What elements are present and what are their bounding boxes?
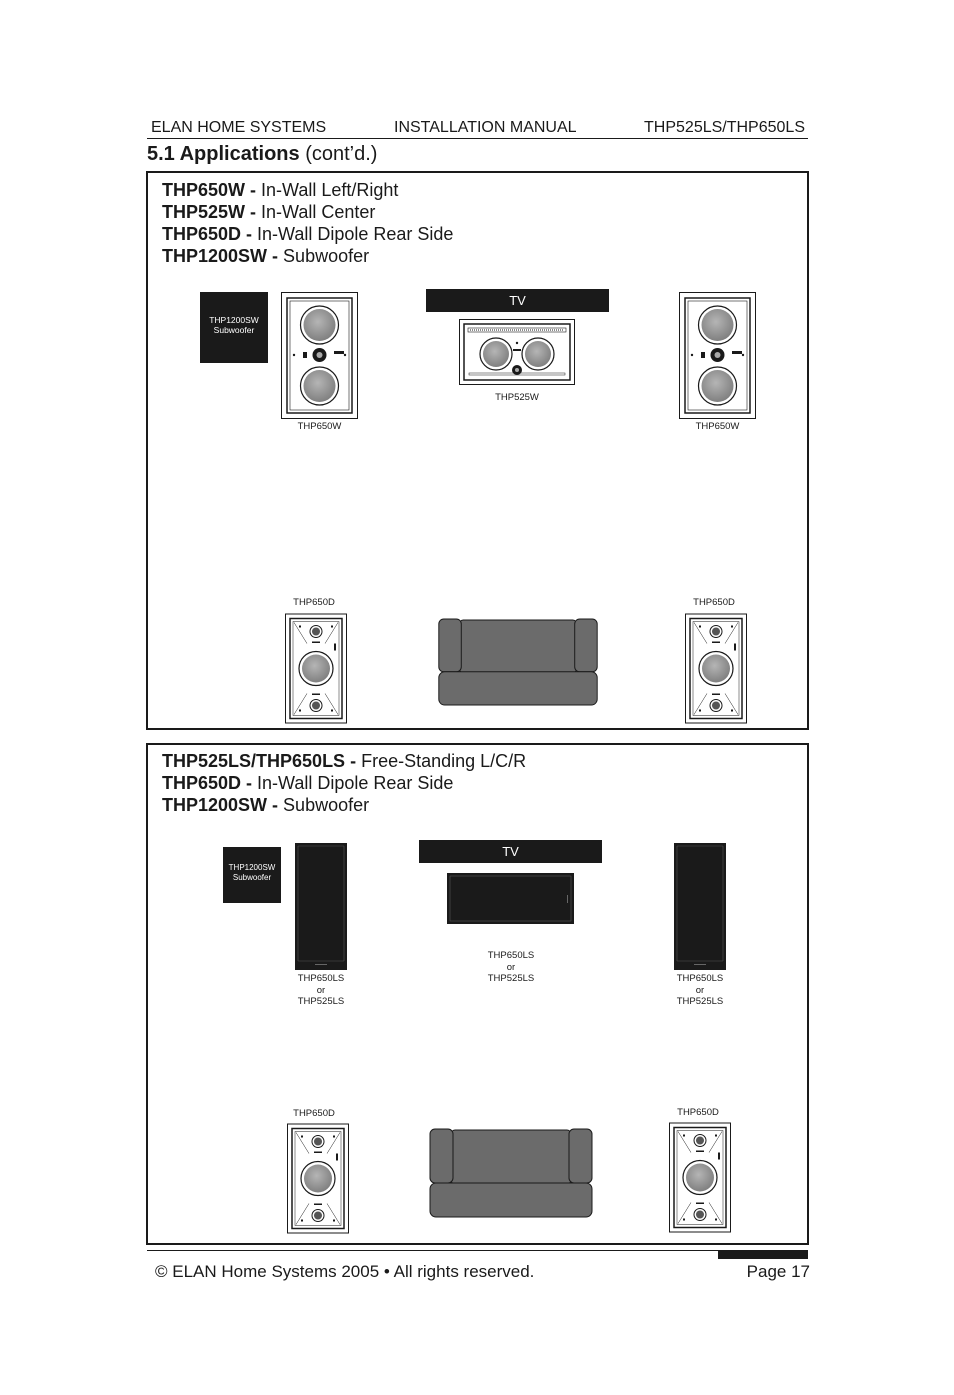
- config1-subwoofer: THP1200SW Subwoofer: [200, 292, 268, 363]
- config2-subwoofer-label: Subwoofer: [232, 873, 272, 882]
- config2-sofa: [429, 1128, 593, 1218]
- config1-center-label: THP525W: [495, 392, 539, 403]
- config1-tv: TV: [426, 289, 609, 312]
- config2-front-right-tower: [674, 843, 726, 970]
- config2-center-speaker: [447, 873, 574, 924]
- config2-rear-right-speaker: [669, 1121, 731, 1234]
- header-rule: [147, 138, 808, 139]
- config1-front-right-speaker: [679, 292, 756, 419]
- config1-sofa: [436, 618, 600, 706]
- footer-page-tab: [718, 1251, 808, 1259]
- config2-subwoofer: THP1200SW Subwoofer: [223, 847, 281, 903]
- config1-rear-right-label: THP650D: [693, 597, 735, 608]
- section-title: 5.1 Applications (cont’d.): [147, 143, 377, 166]
- config2-rear-right-label: THP650D: [677, 1107, 719, 1118]
- config2-line-1: THP525LS/THP650LS - Free-Standing L/C/R: [162, 751, 527, 771]
- header-doc-type: INSTALLATION MANUAL: [394, 119, 577, 136]
- footer-copyright: © ELAN Home Systems 2005 • All rights re…: [155, 1262, 535, 1281]
- config2-subwoofer-model: THP1200SW: [228, 863, 276, 872]
- config1-subwoofer-model: THP1200SW: [209, 315, 259, 325]
- config1-rear-left-label: THP650D: [293, 597, 335, 608]
- config1-front-right-label: THP650W: [695, 421, 740, 432]
- config2-front-right-label: THP650LS or THP525LS: [676, 973, 724, 1007]
- config2-line-3: THP1200SW - Subwoofer: [162, 795, 370, 815]
- header-model: THP525LS/THP650LS: [644, 119, 805, 136]
- config2-front-left-label: THP650LS or THP525LS: [297, 973, 345, 1007]
- config2-front-left-tower: [295, 843, 347, 970]
- config1-panel: THP650W - In-Wall Left/Right THP525W - I…: [146, 171, 809, 730]
- config2-rear-left-label: THP650D: [293, 1108, 335, 1119]
- config1-front-left-speaker: [281, 292, 358, 419]
- config1-line-2: THP525W - In-Wall Center: [162, 202, 376, 222]
- config1-rear-right-speaker: [685, 613, 747, 724]
- footer-rule: [147, 1250, 808, 1251]
- config2-rear-left-speaker: [287, 1122, 349, 1235]
- footer-page-number: Page 17: [746, 1262, 810, 1281]
- config2-line-2: THP650D - In-Wall Dipole Rear Side: [162, 773, 454, 793]
- config1-line-3: THP650D - In-Wall Dipole Rear Side: [162, 224, 454, 244]
- config1-rear-left-speaker: [285, 613, 347, 724]
- config1-line-4: THP1200SW - Subwoofer: [162, 246, 370, 266]
- section-suffix: (cont’d.): [305, 143, 378, 165]
- config1-subwoofer-label: Subwoofer: [213, 325, 255, 335]
- config1-front-left-label: THP650W: [297, 421, 342, 432]
- config2-tv: TV: [419, 840, 602, 863]
- section-number-title: 5.1 Applications: [147, 143, 300, 165]
- config2-center-label: THP650LS or THP525LS: [487, 950, 535, 984]
- config1-center-speaker: [459, 319, 575, 385]
- config2-legend: THP525LS/THP650LS - Free-Standing L/C/R …: [162, 750, 526, 816]
- header-company: ELAN HOME SYSTEMS: [151, 119, 327, 136]
- config2-panel: THP525LS/THP650LS - Free-Standing L/C/R …: [146, 743, 809, 1245]
- config1-legend: THP650W - In-Wall Left/Right THP525W - I…: [162, 179, 453, 267]
- config1-line-1: THP650W - In-Wall Left/Right: [162, 180, 399, 200]
